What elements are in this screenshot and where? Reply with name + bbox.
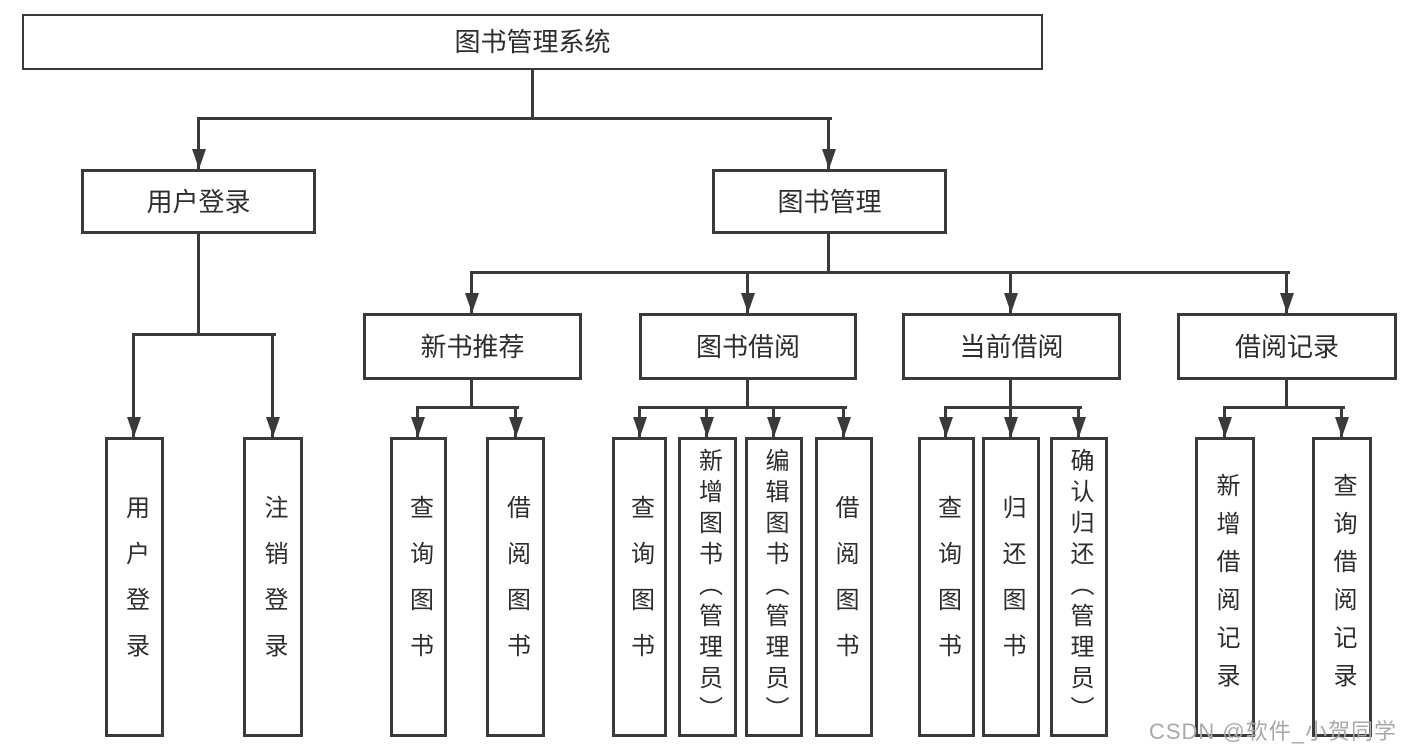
connector-rail [944, 406, 1082, 409]
node-book-management: 图书管理 [712, 169, 947, 234]
connector-arrowhead [837, 417, 851, 437]
connector-stem [470, 380, 473, 408]
node-label: 编辑图书（管理员） [761, 447, 788, 727]
connector-arrowhead [1280, 293, 1294, 313]
node-current-borrowing: 当前借阅 [902, 313, 1121, 380]
leaf-borrow-books-1: 借阅图书 [486, 437, 545, 737]
node-label: 用户登录 [146, 186, 251, 217]
node-book-borrowing: 图书借阅 [639, 313, 857, 380]
connector-arrowhead [1004, 417, 1018, 437]
connector-arrowhead [822, 149, 836, 169]
leaf-return-books: 归还图书 [982, 437, 1040, 737]
connector-drop [746, 271, 749, 313]
node-label: 用户登录 [121, 495, 149, 679]
leaf-edit-books-admin: 编辑图书（管理员） [745, 437, 803, 737]
node-label: 当前借阅 [959, 331, 1064, 362]
connector-arrowhead [465, 293, 479, 313]
connector-arrowhead [700, 417, 714, 437]
connector-arrowhead [741, 293, 755, 313]
leaf-query-books-3: 查询图书 [918, 437, 975, 737]
node-label: 查询图书 [626, 495, 654, 679]
connector-rail [132, 333, 276, 336]
connector-drop [271, 333, 274, 437]
connector-arrowhead [127, 417, 141, 437]
leaf-user-login: 用户登录 [105, 437, 164, 737]
node-label: 借阅图书 [502, 495, 530, 679]
connector-stem [827, 234, 830, 273]
leaf-borrow-books-2: 借阅图书 [815, 437, 873, 737]
leaf-query-books-2: 查询图书 [612, 437, 667, 737]
connector-stem [531, 70, 534, 119]
connector-rail [416, 406, 519, 409]
connector-arrowhead [767, 417, 781, 437]
connector-arrowhead [1072, 417, 1086, 437]
connector-arrowhead [192, 149, 206, 169]
node-borrowing-records: 借阅记录 [1177, 313, 1397, 380]
node-label: 新书推荐 [420, 331, 525, 362]
leaf-query-borrow-record: 查询借阅记录 [1312, 437, 1372, 737]
node-label: 归还图书 [998, 495, 1025, 679]
node-label: 借阅记录 [1234, 331, 1339, 362]
node-label: 新增借阅记录 [1212, 473, 1239, 701]
node-label: 确认归还（管理员） [1066, 447, 1093, 727]
connector-arrowhead [266, 417, 280, 437]
connector-stem [197, 234, 200, 335]
connector-drop [827, 117, 830, 169]
connector-stem [1285, 380, 1288, 408]
connector-arrowhead [1218, 417, 1232, 437]
node-label: 图书借阅 [695, 331, 800, 362]
node-label: 图书管理 [777, 186, 882, 217]
node-user-login: 用户登录 [81, 169, 316, 234]
connector-stem [746, 380, 749, 408]
connector-arrowhead [509, 417, 523, 437]
connector-drop [197, 117, 200, 169]
connector-drop [1285, 271, 1288, 313]
node-label: 查询借阅记录 [1329, 473, 1356, 701]
node-label: 查询图书 [933, 495, 961, 679]
node-label: 借阅图书 [831, 495, 858, 679]
node-label: 图书管理系统 [454, 27, 611, 57]
leaf-add-books-admin: 新增图书（管理员） [678, 437, 737, 737]
connector-rail [197, 117, 832, 120]
connector-arrowhead [1335, 417, 1349, 437]
connector-stem [1009, 380, 1012, 408]
leaf-add-borrow-record: 新增借阅记录 [1195, 437, 1255, 737]
connector-rail [470, 271, 1290, 274]
node-library-management-system: 图书管理系统 [22, 14, 1043, 70]
node-label: 查询图书 [405, 495, 433, 679]
node-new-book-recommendation: 新书推荐 [363, 313, 582, 380]
connector-rail [1223, 406, 1345, 409]
connector-arrowhead [411, 417, 425, 437]
node-label: 注销登录 [260, 495, 287, 679]
csdn-watermark: CSDN @软件_小贺同学 [1148, 719, 1397, 744]
node-label: 新增图书（管理员） [694, 447, 722, 727]
leaf-confirm-return-admin: 确认归还（管理员） [1050, 437, 1108, 737]
connector-drop [132, 333, 135, 437]
connector-arrowhead [939, 417, 953, 437]
leaf-query-books-1: 查询图书 [390, 437, 447, 737]
connector-drop [1009, 271, 1012, 313]
connector-arrowhead [633, 417, 647, 437]
leaf-logout-login: 注销登录 [243, 437, 303, 737]
connector-arrowhead [1004, 293, 1018, 313]
connector-rail [638, 406, 847, 409]
connector-drop [470, 271, 473, 313]
